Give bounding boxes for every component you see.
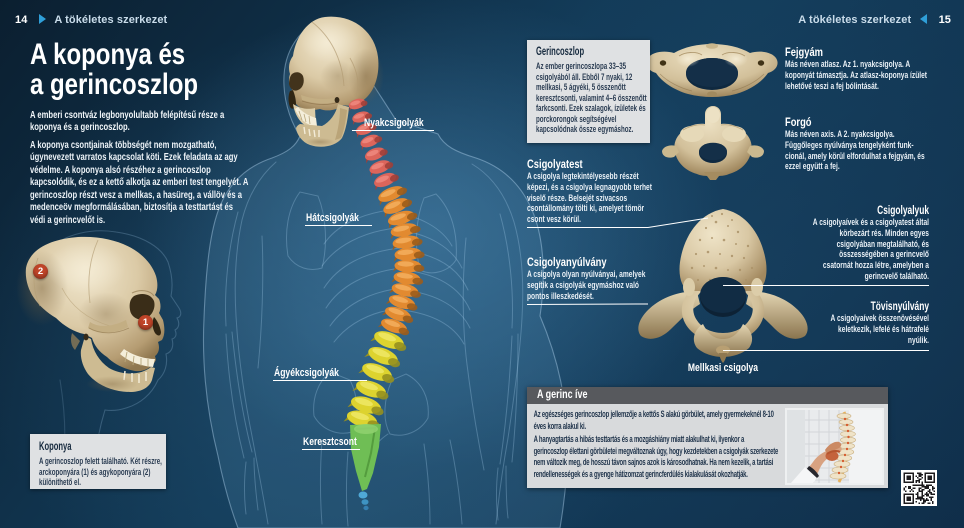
annotation-forgo: Forgó Más néven axis. A 2. nyakcsigolya.… xyxy=(785,116,937,173)
arch-box-p2: A hanyagtartás a hibás testtartás és a m… xyxy=(533,434,779,479)
vertebra-caption-text: Mellkasi csigolya xyxy=(687,362,759,374)
label-sacrum: Keresztcsont xyxy=(303,436,357,448)
forgo-title: Forgó xyxy=(785,115,812,129)
page-title-line1: A koponya és xyxy=(30,38,186,71)
marker-facial-1: 1 xyxy=(138,315,153,330)
arch-box-p1: Az egészséges gerincoszlop jellemzője a … xyxy=(533,409,774,431)
leader-lines xyxy=(273,130,929,450)
fejgyam-title: Fejgyám xyxy=(785,45,823,59)
annotation-fejgyam: Fejgyám Más néven atlasz. Az 1. nyakcsig… xyxy=(785,46,937,92)
vertebra-caption: Mellkasi csigolya xyxy=(660,362,786,374)
arch-box-text: Az egészséges gerincoszlop jellemzője a … xyxy=(527,404,779,481)
koponya-box: Koponya A gerincoszlop felett található.… xyxy=(30,434,166,489)
running-head-right: A tökéletes szerkezet 15 xyxy=(798,14,951,26)
arch-box-header: A gerinc íve xyxy=(527,387,888,404)
tovisnyulvany-text: A csigolyaívek össze­növésével keletkezi… xyxy=(830,313,929,346)
csigolyalyuk-text: A csigolyaívek és a csigolyatest által k… xyxy=(812,217,929,282)
arch-box: A gerinc íve Az egészséges gerincoszlop … xyxy=(527,387,888,488)
spine-model-photo xyxy=(785,408,884,485)
gerincoszlop-box-title: Gerincoszlop xyxy=(536,46,585,58)
running-head-left: 14 A tökéletes szerkezet xyxy=(15,14,167,26)
axis-bone-illustration xyxy=(662,106,764,180)
gerincoszlop-box: Gerincoszlop Az ember gerincoszlopa 33–3… xyxy=(527,40,650,143)
fejgyam-text: Más néven atlasz. Az 1. nyakcsigolya. A … xyxy=(785,59,928,92)
arch-box-title: A gerinc íve xyxy=(537,389,588,401)
annotation-csigolyatest: Csigolyatest A csigolya legtekintélyeseb… xyxy=(527,158,652,226)
section-title-left: A tökéletes szerkezet xyxy=(54,14,168,26)
csigolyanyulvany-title: Csigolyanyúlvány xyxy=(527,255,607,269)
annotation-csigolyanyulvany: Csigolyanyúlvány A csigolya olyan nyúlvá… xyxy=(527,256,652,302)
forgo-text: Más néven axis. A 2. nyakcsigolya. Függő… xyxy=(785,129,925,173)
section-title-right: A tökéletes szerkezet xyxy=(798,14,912,26)
koponya-box-text: A gerincoszlop felett található. Két rés… xyxy=(39,455,162,487)
page-number-right: 15 xyxy=(938,14,951,26)
gerincoszlop-box-text: Az ember gerincoszlopa 33–35 csigolyából… xyxy=(536,60,647,134)
arrow-right-icon xyxy=(38,14,46,24)
label-cervical: Nyakcsigolyák xyxy=(364,117,424,129)
arch-box-body: Az egészséges gerincoszlop jellemzője a … xyxy=(527,404,888,488)
tovisnyulvany-title: Tövisnyúlvány xyxy=(870,299,929,313)
annotation-tovisnyulvany: Tövisnyúlvány A csigolyaívek össze­növés… xyxy=(779,300,929,346)
spine-illustration xyxy=(343,98,425,511)
page-title: A koponya és a gerincoszlop xyxy=(30,40,230,100)
article-intro: A koponya és a gerincoszlop A emberi cso… xyxy=(30,40,290,227)
annotation-csigolyalyuk: Csigolyalyuk A csigolyaívek és a csigoly… xyxy=(779,204,929,283)
qr-code xyxy=(901,470,937,506)
csigolyatest-title: Csigolyatest xyxy=(527,157,583,171)
csigolyatest-text: A csigolya legtekintélyesebb részét képe… xyxy=(527,171,652,226)
intro-lead: A emberi csontváz legbonyolultabb felépí… xyxy=(30,110,225,134)
intro-body: A koponya csontjainak többségét nem mozg… xyxy=(30,139,249,226)
thoracic-vertebra-illustration xyxy=(638,209,808,363)
csigolyalyuk-title: Csigolyalyuk xyxy=(877,203,929,217)
koponya-box-title: Koponya xyxy=(39,441,72,453)
skull-spine-illustration xyxy=(288,16,384,147)
label-lumbar: Ágyékcsigolyák xyxy=(274,367,339,379)
atlas-bone-illustration xyxy=(646,43,778,97)
arrow-left-icon xyxy=(920,14,928,24)
skull-lateral-illustration xyxy=(16,236,165,392)
marker-cranial-2: 2 xyxy=(33,264,48,279)
csigolyanyulvany-text: A csigolya olyan nyúlványai, amelyek seg… xyxy=(527,269,646,302)
label-thoracic: Hátcsigolyák xyxy=(306,212,359,224)
page-number-left: 14 xyxy=(15,14,28,26)
page-title-line2: a gerincoszlop xyxy=(30,68,199,101)
